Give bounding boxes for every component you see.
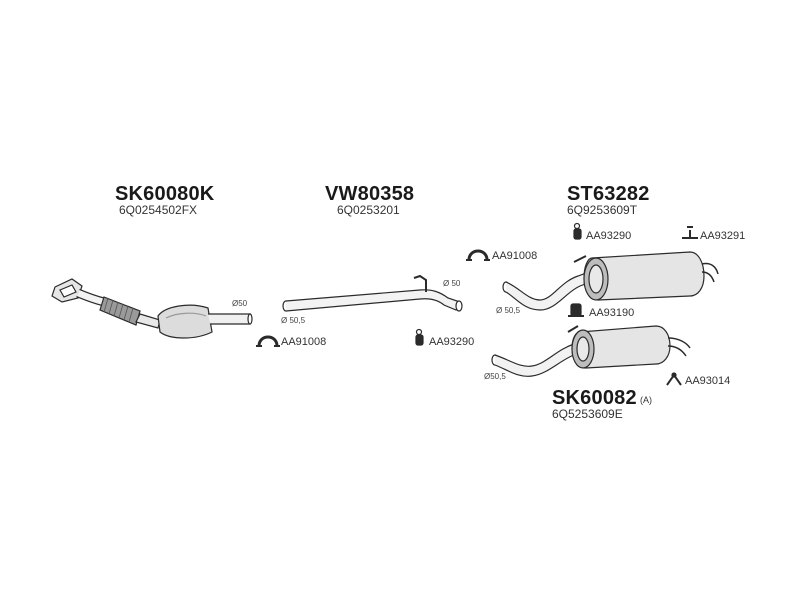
middle-assembly-code: VW80358: [325, 183, 415, 205]
front-flange-inner: [59, 284, 77, 298]
rear-upper-silencer: [502, 251, 719, 311]
rear-lower-assembly-oem: 6Q5253609E: [552, 407, 623, 421]
clamp-icon: [466, 249, 490, 261]
front-bellows-ribs: [103, 297, 134, 323]
rear-lower-assembly-code: SK60082: [552, 387, 637, 409]
clamp-icon: [256, 335, 280, 347]
middle-pipe-bracket: [413, 274, 427, 292]
rubber-hanger-icon: [573, 222, 582, 240]
front-flex-bellows: [99, 296, 141, 326]
middle-inlet-diameter: Ø 50,5: [281, 316, 306, 325]
front-catalytic-converter: [51, 278, 253, 339]
rear-upper-inlet-pipe: [505, 269, 597, 311]
front-outlet-diameter: Ø50: [232, 299, 248, 308]
rear-upper-tailpipe: [701, 262, 719, 283]
rear-lower-silencer: [491, 325, 691, 377]
middle-outlet-diameter: Ø 50: [443, 279, 461, 288]
clamp-rear-part-number: AA91008: [492, 250, 538, 262]
hanger-rear-right-part-number: AA93291: [700, 230, 746, 242]
hanger-bracket-icon: [682, 226, 698, 239]
front-assembly-code: SK60080K: [115, 183, 215, 205]
rubber-mount-icon: [568, 303, 584, 317]
clamp-front-part-number: AA91008: [281, 336, 327, 348]
rear-lower-inlet-diameter: Ø50,5: [484, 372, 506, 381]
rear-lower-assembly-suffix: (A): [640, 395, 652, 405]
rear-upper-assembly-oem: 6Q9253609T: [567, 203, 638, 217]
rear-upper-inlet-diameter: Ø 50,5: [496, 306, 521, 315]
rubber-hanger-icon: [415, 328, 424, 346]
rear-upper-assembly-code: ST63282: [567, 183, 650, 205]
hanger-middle-part-number: AA93290: [429, 336, 475, 348]
front-connecting-pipe: [135, 313, 161, 329]
rear-lower-tailpipe: [667, 337, 691, 357]
middle-assembly-oem: 6Q0253201: [337, 203, 400, 217]
middle-pipe-outlet: [455, 300, 463, 312]
middle-pipe-body: [285, 289, 461, 312]
middle-pipe: [282, 274, 463, 312]
front-assembly-oem: 6Q0254502FX: [119, 203, 198, 217]
hanger-clip-icon: [666, 372, 682, 386]
front-outlet-pipe: [208, 313, 251, 325]
hanger-rear-bottom-part-number: AA93014: [685, 375, 731, 387]
front-catalyst-body: [157, 304, 213, 339]
hanger-rear-top-part-number: AA93290: [586, 230, 632, 242]
hanger-rear-mid-part-number: AA93190: [589, 307, 635, 319]
